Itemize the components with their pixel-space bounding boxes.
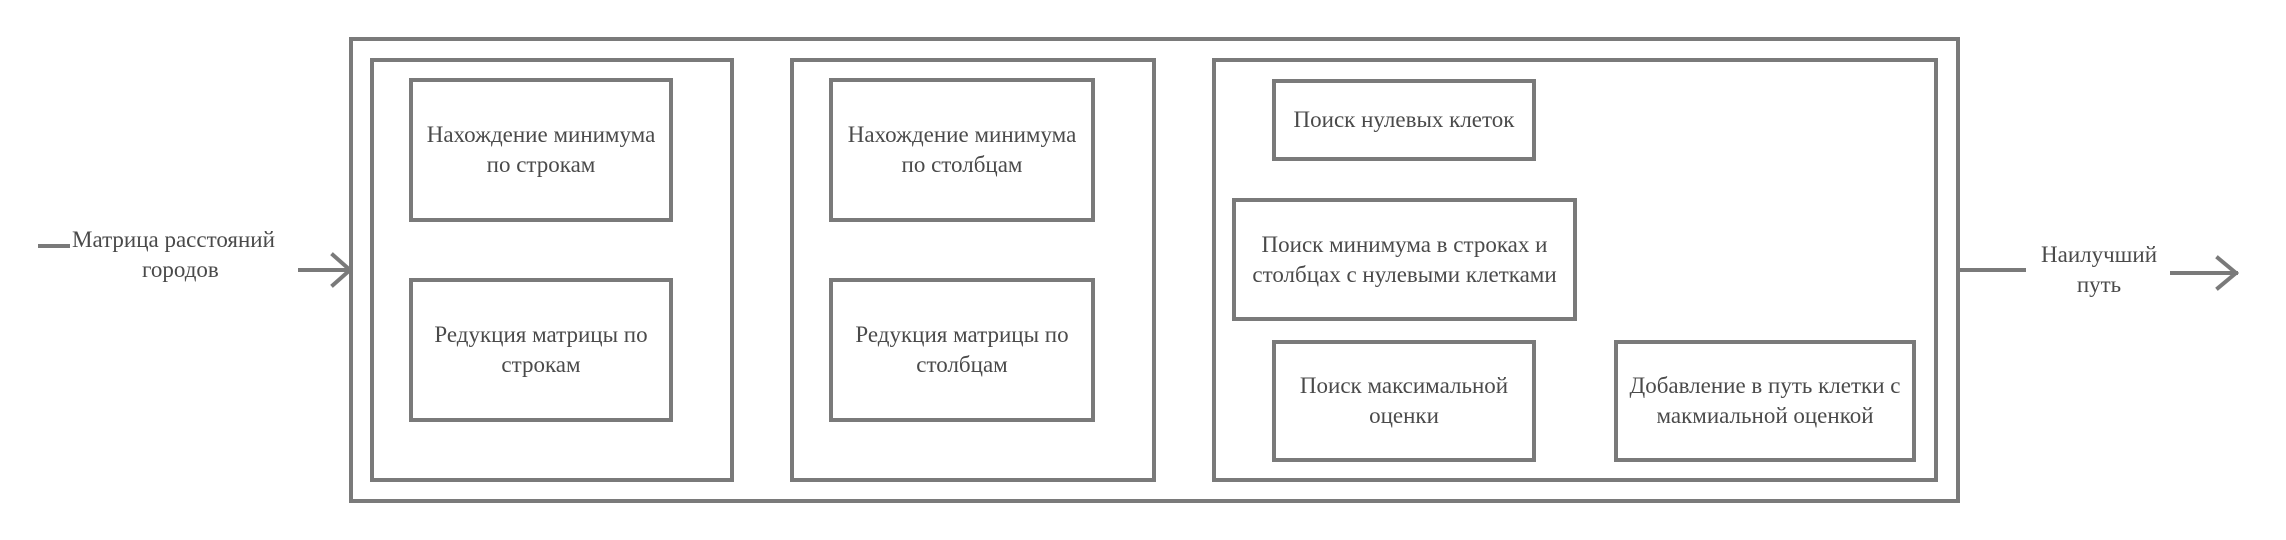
node-find-max-estimate-text: Поиск максимальной оценки [1299,373,1509,428]
node-find-min-cols: Нахождение минимума по столбцам [829,78,1095,222]
node-find-zero-cells: Поиск нулевых клеток [1272,79,1536,161]
node-add-to-path-text: Добавление в путь клетки с макмиальной о… [1629,373,1901,428]
node-reduce-cols-text: Редукция матрицы по столбцам [855,322,1069,377]
output-label-line2: путь [2076,272,2122,297]
node-add-to-path: Добавление в путь клетки с макмиальной о… [1614,340,1916,462]
node-find-min-cols-text: Нахождение минимума по столбцам [847,122,1077,177]
node-find-min-rows-cols-text: Поиск минимума в строках и столбцах с ну… [1252,231,1557,287]
input-label: Матрица расстояний городов [72,225,322,285]
node-find-zero-cells-text: Поиск нулевых клеток [1293,107,1515,132]
input-label-line1: Матрица расстояний [72,227,275,252]
output-label: Наилучший путь [2024,240,2174,300]
output-label-line1: Наилучший [2041,242,2157,267]
input-label-line2: городов [142,257,219,282]
output-arrowhead [2215,255,2240,291]
node-reduce-cols: Редукция матрицы по столбцам [829,278,1095,422]
node-reduce-rows: Редукция матрицы по строкам [409,278,673,422]
node-find-min-rows-text: Нахождение минимума по строкам [426,122,656,177]
node-find-max-estimate: Поиск максимальной оценки [1272,340,1536,462]
node-find-min-rows: Нахождение минимума по строкам [409,78,673,222]
node-reduce-rows-text: Редукция матрицы по строкам [434,322,648,377]
node-find-min-rows-cols: Поиск минимума в строках и столбцах с ну… [1232,198,1577,321]
